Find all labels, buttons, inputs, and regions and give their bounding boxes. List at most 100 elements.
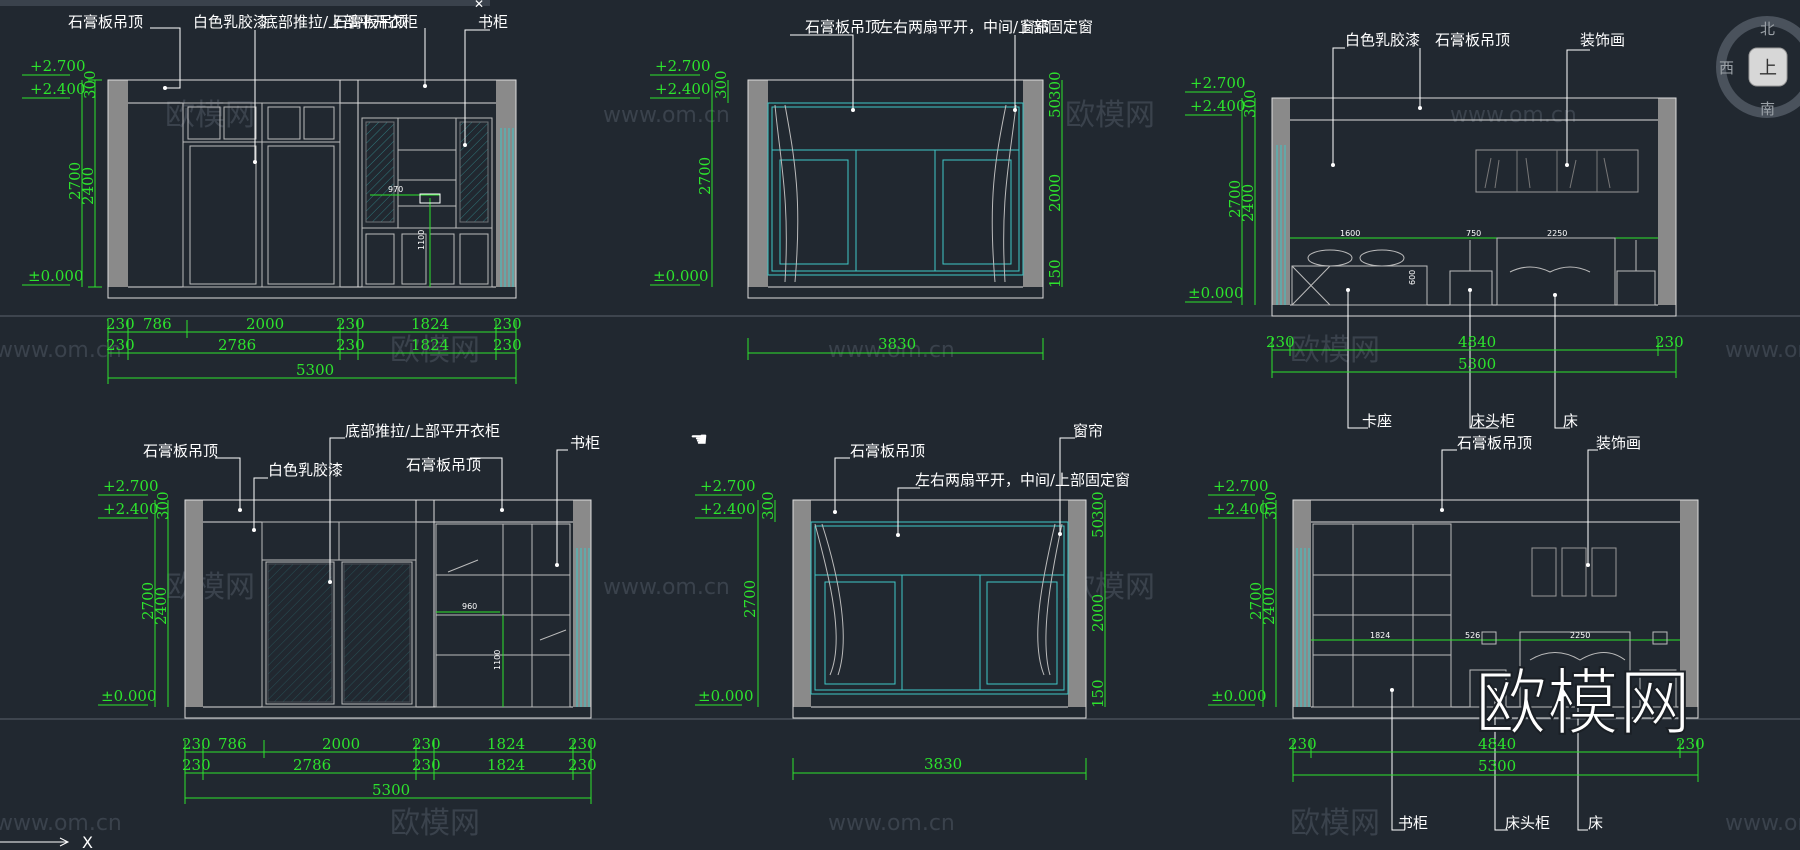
watermark-url: www.om.cn <box>1725 338 1800 363</box>
watermark-brand: 欧模网 <box>390 806 480 841</box>
dim-side: 2700 <box>1247 582 1265 620</box>
dim-right: 300 <box>1089 491 1107 520</box>
elevation-view-2: 石膏板吊顶 左右两扇平开，中间/上部固定窗 窗帘 +2.700 +2.400 ±… <box>650 18 1093 360</box>
dim-bottom: 230 <box>568 735 597 753</box>
compass-west: 西 <box>1719 59 1734 77</box>
brand-logo: 欧模网 <box>1475 661 1691 745</box>
wall-left <box>793 500 811 707</box>
dim-inner: 750 <box>1466 229 1481 238</box>
level-marker: +2.700 <box>1213 477 1269 495</box>
room-outline <box>107 79 517 299</box>
room-outline <box>1271 97 1677 317</box>
dim-total: 5300 <box>1478 757 1516 775</box>
room-outline <box>792 499 1087 719</box>
material-label: 左右两扇平开，中间/上部固定窗 <box>915 471 1130 489</box>
dim-bottom: 230 <box>1676 735 1705 753</box>
dim-bottom: 230 <box>412 756 441 774</box>
material-label: 石膏板吊顶 <box>406 456 481 474</box>
axis-indicator: X <box>0 833 93 850</box>
dim-total: 5300 <box>296 361 334 379</box>
hatch-strip <box>1296 548 1310 707</box>
watermark-brand: 欧模网 <box>1290 806 1380 841</box>
material-label: 装饰画 <box>1596 434 1641 452</box>
material-label: 窗帘 <box>1020 18 1050 36</box>
bed-furniture <box>1311 631 1680 708</box>
dim-bottom: 230 <box>336 315 365 333</box>
level-marker: +2.700 <box>103 477 159 495</box>
wall-right <box>1658 98 1676 305</box>
level-marker: +2.400 <box>1213 500 1269 518</box>
material-label: 石膏板吊顶 <box>333 13 408 31</box>
curtain <box>774 104 1017 283</box>
wall-left <box>108 80 128 287</box>
watermark-url: www.om.cn <box>0 811 122 836</box>
elevation-view-4: 960 1100 石膏板吊顶 底部推拉/上部平开衣柜 白色乳胶漆 石膏板吊顶 书… <box>98 422 600 804</box>
view-compass[interactable]: 上 北 西 南 <box>1716 16 1800 118</box>
dim-bottom: 2786 <box>218 336 256 354</box>
dim-side: 2700 <box>139 582 157 620</box>
hatch-strip <box>500 128 514 287</box>
level-marker: +2.400 <box>700 500 756 518</box>
room-outline <box>747 79 1044 299</box>
dim-side: 2700 <box>1226 180 1244 218</box>
furniture-label: 床头柜 <box>1470 412 1515 430</box>
dim-side: 2700 <box>741 580 759 618</box>
window-frame <box>767 102 1024 276</box>
hatch-strip <box>576 548 590 707</box>
axis-x-label: X <box>82 833 93 850</box>
elevation-view-5: 石膏板吊顶 窗帘 左右两扇平开，中间/上部固定窗 +2.700 +2.400 ±… <box>695 422 1130 780</box>
dim-side: 2700 <box>696 157 714 195</box>
watermark-brand: 欧模网 <box>165 98 255 133</box>
dim-side: 300 <box>81 70 99 99</box>
dim-bottom: 230 <box>336 336 365 354</box>
dim-right: 2000 <box>1046 174 1064 212</box>
dim-bottom: 2000 <box>246 315 284 333</box>
dim-right: 150 <box>1046 259 1064 288</box>
dim-right: 50 <box>1046 99 1064 118</box>
dim-inner: 1100 <box>417 230 426 250</box>
material-label: 白色乳胶漆 <box>1345 31 1420 49</box>
watermark-url: www.om.cn <box>1450 103 1577 128</box>
level-marker: ±0.000 <box>698 687 754 705</box>
dim-side: 2400 <box>1260 587 1278 625</box>
wall-right <box>1023 80 1043 287</box>
dim-total: 3830 <box>878 335 916 353</box>
dim-bottom: 4840 <box>1458 333 1496 351</box>
material-label: 白色乳胶漆 <box>268 461 343 479</box>
dim-bottom: 1824 <box>487 735 525 753</box>
dim-side: 300 <box>712 70 730 99</box>
dim-side: 300 <box>759 491 777 520</box>
material-label: 白色乳胶漆 <box>193 13 268 31</box>
watermark-url: www.om.cn <box>828 811 955 836</box>
dim-bottom: 230 <box>106 315 135 333</box>
watermark-url: www.om.cn <box>603 103 730 128</box>
dim-inner: 1100 <box>493 650 502 670</box>
bed-furniture <box>1290 237 1658 306</box>
dim-inner: 1824 <box>1370 631 1390 640</box>
compass-ring[interactable] <box>1716 16 1800 118</box>
dim-inner: 970 <box>388 185 403 194</box>
material-label: 书柜 <box>478 13 508 31</box>
dim-bottom: 230 <box>1266 333 1295 351</box>
wall-right <box>1068 500 1086 707</box>
tab-close-icon[interactable]: ✕ <box>474 0 484 11</box>
dim-bottom: 230 <box>493 336 522 354</box>
dim-inner: 1600 <box>1340 229 1360 238</box>
furniture-label: 卡座 <box>1362 412 1392 430</box>
level-marker: +2.700 <box>655 57 711 75</box>
dim-side: 300 <box>154 491 172 520</box>
level-marker: ±0.000 <box>1211 687 1267 705</box>
material-label: 石膏板吊顶 <box>1457 434 1532 452</box>
dim-bottom: 786 <box>218 735 247 753</box>
dim-inner: 526 <box>1465 631 1480 640</box>
window-frame <box>810 521 1069 695</box>
level-marker: +2.700 <box>30 57 86 75</box>
level-marker: +2.700 <box>1190 74 1246 92</box>
material-label: 左右两扇平开，中间/上部固定窗 <box>878 18 1093 36</box>
furniture-label: 床头柜 <box>1505 814 1550 832</box>
level-marker: +2.400 <box>103 500 159 518</box>
compass-view-label: 上 <box>1759 58 1777 79</box>
dim-bottom: 230 <box>106 336 135 354</box>
furniture-label: 床 <box>1588 814 1603 832</box>
compass-view-button[interactable] <box>1748 47 1788 87</box>
